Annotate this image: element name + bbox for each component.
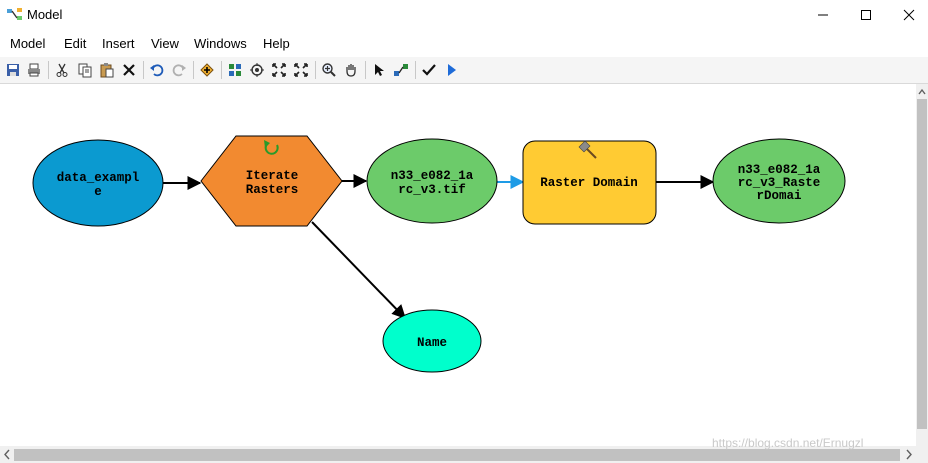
full-extent-button[interactable] xyxy=(247,60,267,80)
copy-button[interactable] xyxy=(75,60,95,80)
close-button[interactable] xyxy=(886,0,928,30)
fit-icon xyxy=(272,63,286,77)
iterate-refresh-icon xyxy=(264,140,279,155)
paste-icon xyxy=(100,63,114,78)
maximize-icon xyxy=(861,10,871,20)
toolbar-separator xyxy=(415,61,416,79)
hammer-icon xyxy=(578,140,597,159)
validate-button[interactable] xyxy=(419,60,439,80)
node-data-example[interactable]: data_exampl e xyxy=(32,139,164,227)
menu-windows[interactable]: Windows xyxy=(194,36,247,51)
node-name-label: Name xyxy=(417,336,447,350)
add-data-icon xyxy=(200,63,214,77)
print-icon xyxy=(28,63,40,77)
watermark-text: https://blog.csdn.net/Ernugzl xyxy=(712,436,864,450)
validate-icon xyxy=(422,64,436,76)
run-icon xyxy=(448,64,456,76)
save-button[interactable] xyxy=(3,60,23,80)
node-output-raster-domain[interactable]: n33_e082_1a rc_v3_Raste rDomai xyxy=(712,138,846,224)
pan-icon xyxy=(346,64,356,77)
horizontal-scrollbar-thumb[interactable] xyxy=(14,449,900,461)
node-raster-file[interactable]: n33_e082_1a rc_v3.tif xyxy=(366,138,498,224)
delete-icon xyxy=(123,64,135,76)
connect-icon xyxy=(394,64,408,76)
close-icon xyxy=(903,9,915,21)
connector-iterate-to-name[interactable] xyxy=(311,221,406,320)
node-data-example-label-1: data_exampl xyxy=(57,171,140,185)
scroll-up-icon xyxy=(918,88,926,95)
paste-button[interactable] xyxy=(97,60,117,80)
node-raster-domain-label: Raster Domain xyxy=(540,176,638,190)
node-name-variable[interactable]: Name xyxy=(382,309,482,373)
model-app-icon xyxy=(7,8,22,20)
vertical-scrollbar-thumb[interactable] xyxy=(917,99,927,429)
node-raster-domain-tool[interactable]: Raster Domain xyxy=(522,140,657,225)
node-data-example-label-2: e xyxy=(94,185,102,199)
full-extent-icon xyxy=(250,63,264,77)
auto-layout-icon xyxy=(229,64,241,76)
menu-help[interactable]: Help xyxy=(263,36,290,51)
node-output-label-1: n33_e082_1a xyxy=(738,163,821,177)
fit-to-window-button[interactable] xyxy=(269,60,289,80)
toolbar xyxy=(0,57,928,84)
menu-edit[interactable]: Edit xyxy=(64,36,87,51)
toolbar-separator xyxy=(315,61,316,79)
delete-button[interactable] xyxy=(119,60,139,80)
cut-button[interactable] xyxy=(52,60,72,80)
undo-button[interactable] xyxy=(147,60,167,80)
node-output-label-2: rc_v3_Raste xyxy=(738,176,821,190)
window-title: Model xyxy=(27,7,63,22)
menu-bar: Model Edit Insert View Windows Help xyxy=(0,32,928,54)
zoom-full-icon xyxy=(294,63,308,77)
select-icon xyxy=(375,64,384,76)
minimize-icon xyxy=(818,14,828,16)
node-iterate-label-2: Rasters xyxy=(246,183,299,197)
node-raster-file-label-1: n33_e082_1a xyxy=(391,169,474,183)
menu-insert[interactable]: Insert xyxy=(102,36,135,51)
toolbar-separator xyxy=(48,61,49,79)
toolbar-separator xyxy=(365,61,366,79)
node-iterate-rasters[interactable]: Iterate Rasters xyxy=(200,135,343,227)
run-button[interactable] xyxy=(441,60,461,80)
node-raster-file-label-2: rc_v3.tif xyxy=(398,183,466,197)
scroll-left-icon xyxy=(4,449,10,460)
zoom-full-button[interactable] xyxy=(291,60,311,80)
undo-icon xyxy=(150,64,164,77)
menu-view[interactable]: View xyxy=(151,36,179,51)
connect-button[interactable] xyxy=(391,60,411,80)
minimize-button[interactable] xyxy=(800,0,846,30)
save-icon xyxy=(7,64,19,76)
cut-icon xyxy=(56,63,68,77)
auto-layout-button[interactable] xyxy=(225,60,245,80)
menu-model[interactable]: Model xyxy=(10,36,46,51)
node-output-label-3: rDomai xyxy=(756,189,801,203)
select-button[interactable] xyxy=(369,60,389,80)
pan-button[interactable] xyxy=(341,60,361,80)
add-data-button[interactable] xyxy=(197,60,217,80)
zoom-in-button[interactable] xyxy=(319,60,339,80)
toolbar-separator xyxy=(221,61,222,79)
scroll-right-icon xyxy=(906,449,912,460)
title-bar: Model xyxy=(0,0,928,30)
redo-button[interactable] xyxy=(169,60,189,80)
model-canvas[interactable]: data_exampl e Iterate Rasters n33_e082_1… xyxy=(0,84,916,446)
redo-icon xyxy=(172,64,186,77)
print-button[interactable] xyxy=(24,60,44,80)
scrollbar-corner xyxy=(916,446,928,463)
toolbar-separator xyxy=(193,61,194,79)
zoom-in-icon xyxy=(322,63,336,77)
copy-icon xyxy=(78,63,92,78)
maximize-button[interactable] xyxy=(843,0,889,30)
node-iterate-label-1: Iterate xyxy=(246,169,299,183)
toolbar-separator xyxy=(143,61,144,79)
